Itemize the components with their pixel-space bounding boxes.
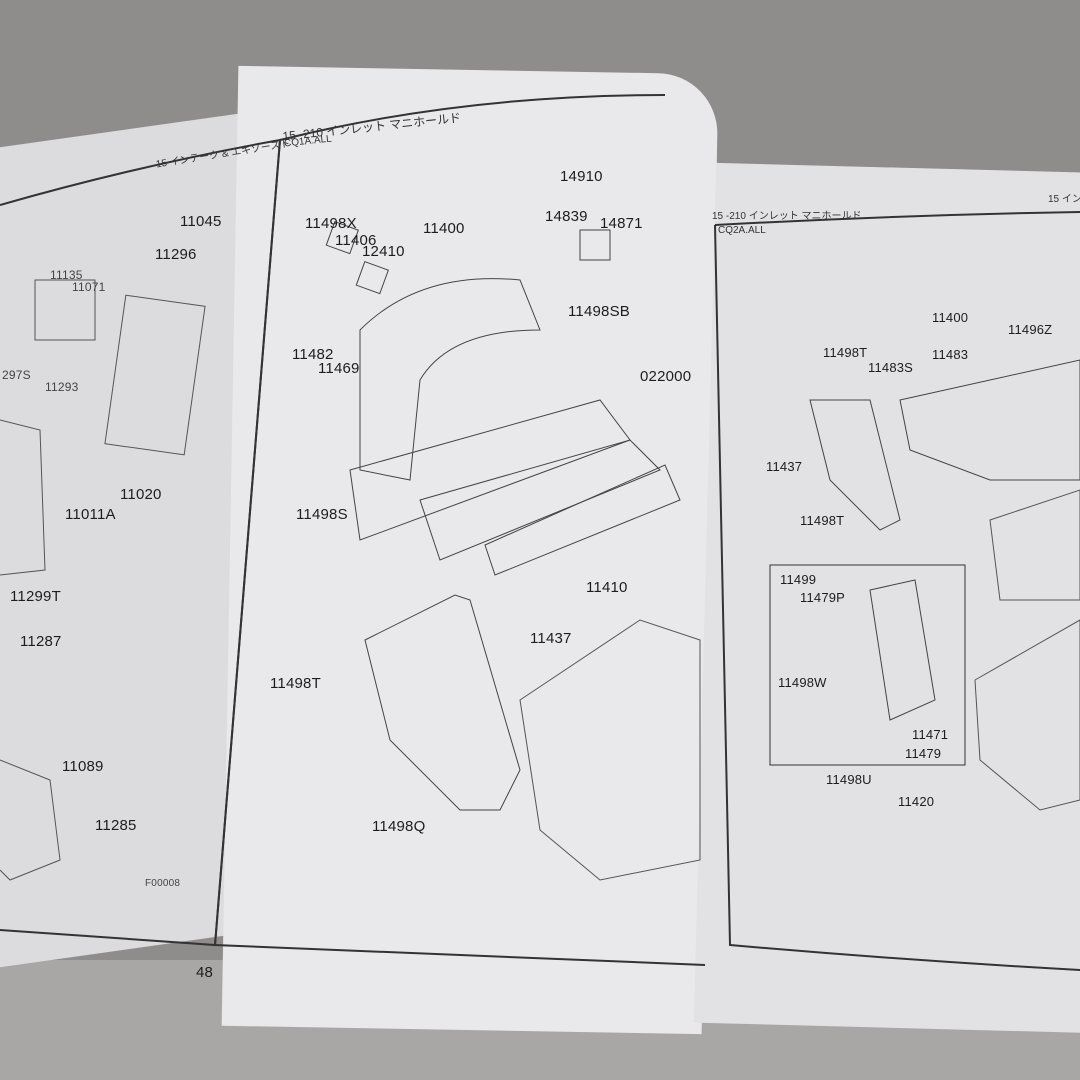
part-label: 11287 xyxy=(20,633,62,650)
part-label: 11089 xyxy=(62,758,104,775)
middle-page xyxy=(221,65,719,1035)
part-label: 11498S xyxy=(296,506,348,523)
part-label: 11420 xyxy=(898,794,935,809)
part-label: 11498X xyxy=(305,215,357,232)
page-number: 48 xyxy=(196,964,214,981)
part-label: 11285 xyxy=(95,817,137,834)
part-label: 11011A xyxy=(65,506,116,523)
part-label: 11469 xyxy=(318,360,360,377)
part-label: 11499 xyxy=(780,572,817,587)
part-label: 11498W xyxy=(778,675,827,690)
part-label: 11406 xyxy=(335,232,377,249)
right-page-header-right: 15 イン xyxy=(1048,194,1080,205)
part-label: 11410 xyxy=(586,579,628,596)
part-label: 11135 xyxy=(50,268,83,282)
part-label: 11482 xyxy=(292,346,334,363)
part-label: 11498T xyxy=(270,675,321,692)
part-label: 11400 xyxy=(932,310,969,325)
part-label: 11437 xyxy=(766,459,803,474)
part-label: 11498T xyxy=(800,513,845,528)
right-page xyxy=(693,162,1080,1034)
part-label: 11296 xyxy=(155,246,197,263)
part-label: 11400 xyxy=(423,220,465,237)
part-label: 11498U xyxy=(826,772,872,787)
part-label: 11479P xyxy=(800,590,846,605)
part-label: 11483 xyxy=(932,347,969,362)
part-label: 11299T xyxy=(10,588,61,605)
right-page-model: CQ2A.ALL xyxy=(718,225,766,236)
part-label: 14839 xyxy=(545,208,588,225)
part-label: 11498T xyxy=(823,345,868,360)
part-label: 11498SB xyxy=(568,303,631,320)
right-page-header: 15 -210 インレット マニホールド xyxy=(712,211,862,222)
part-label: 14871 xyxy=(600,215,643,232)
part-label: 11437 xyxy=(530,630,572,647)
part-label: 11471 xyxy=(912,727,949,742)
part-label: 11479 xyxy=(905,746,942,761)
part-label: 11496Z xyxy=(1008,322,1053,337)
part-label: 12410 xyxy=(362,243,405,260)
part-label: 11483S xyxy=(868,360,914,375)
part-label: 11045 xyxy=(180,213,222,230)
part-label: 297S xyxy=(2,368,31,382)
part-label: 11293 xyxy=(45,380,79,394)
part-label: 11071 xyxy=(72,280,106,294)
part-label: 11498Q xyxy=(372,818,426,835)
part-label: 14910 xyxy=(560,168,603,185)
part-label: 11020 xyxy=(120,486,162,503)
part-label: 022000 xyxy=(640,368,692,385)
figure-code: F00008 xyxy=(145,878,181,889)
